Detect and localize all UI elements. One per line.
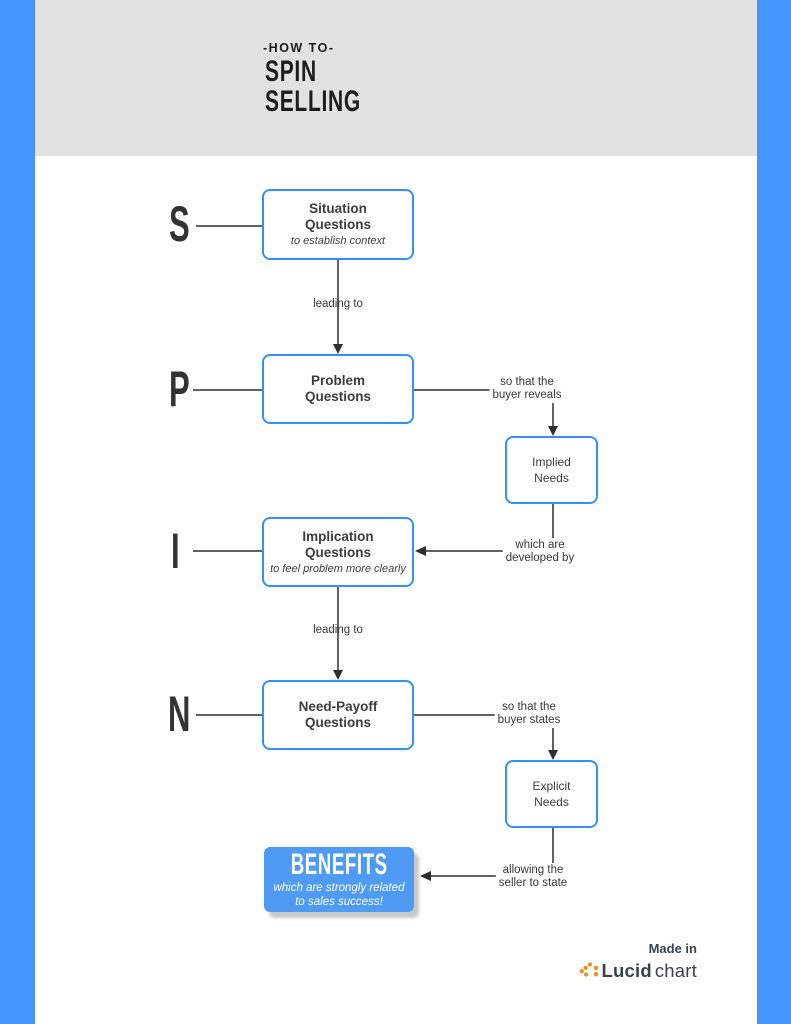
arrowhead-down-1 [333, 344, 343, 354]
arrowhead-down-4 [548, 750, 558, 760]
box-note: to establish context [290, 235, 386, 247]
label-so-buyer-states: so that the buyer states [494, 700, 564, 728]
box-note: to feel problem more clearly [270, 562, 406, 575]
box-title: Need-Payoff Questions [298, 699, 378, 730]
box-problem-questions: Problem Questions [262, 354, 414, 424]
label-so-buyer-reveals: so that the buyer reveals [489, 375, 565, 403]
label-leading-to-2: leading to [313, 624, 363, 636]
brand-lucid: Lucid [601, 960, 652, 981]
box-title: Implication Questions [302, 528, 374, 560]
benefits-title: BENEFITS [290, 848, 388, 881]
frame-right-bar [757, 0, 791, 1024]
label-allowing-seller: allowing the seller to state [495, 863, 571, 891]
letter-p: P [169, 361, 190, 417]
box-title: Situation Questions [304, 201, 371, 232]
arrowhead-left-1 [415, 546, 426, 556]
frame-left-bar [0, 0, 35, 1024]
lucidchart-icon [578, 962, 598, 980]
arrowhead-down-3 [548, 426, 558, 436]
label-leading-to-1: leading to [313, 298, 363, 310]
box-explicit-needs: Explicit Needs [505, 760, 598, 828]
letter-i: I [171, 523, 180, 579]
box-benefits: BENEFITS which are strongly related to s… [264, 847, 414, 912]
box-need-payoff-questions: Need-Payoff Questions [262, 680, 414, 750]
brand-chart: chart [654, 960, 697, 981]
letter-n: N [168, 686, 191, 742]
header-band [35, 0, 757, 156]
box-implied-needs: Implied Needs [505, 436, 598, 504]
benefits-note: which are strongly related to sales succ… [273, 882, 405, 908]
letter-s: S [169, 196, 190, 252]
label-which-developed-by: which are developed by [502, 538, 578, 566]
made-in-text: Made in [648, 941, 697, 956]
box-title: Explicit Needs [532, 779, 571, 809]
header-eyebrow: -HOW TO- [263, 41, 335, 55]
box-implication-questions: Implication Questions to feel problem mo… [262, 517, 414, 587]
box-title: Implied Needs [532, 455, 571, 485]
arrowhead-down-2 [333, 670, 343, 680]
page-title: SPIN SELLING [265, 55, 361, 118]
box-title: Problem Questions [304, 373, 371, 404]
arrowhead-left-2 [420, 871, 431, 881]
box-situation-questions: Situation Questions to establish context [262, 189, 414, 260]
